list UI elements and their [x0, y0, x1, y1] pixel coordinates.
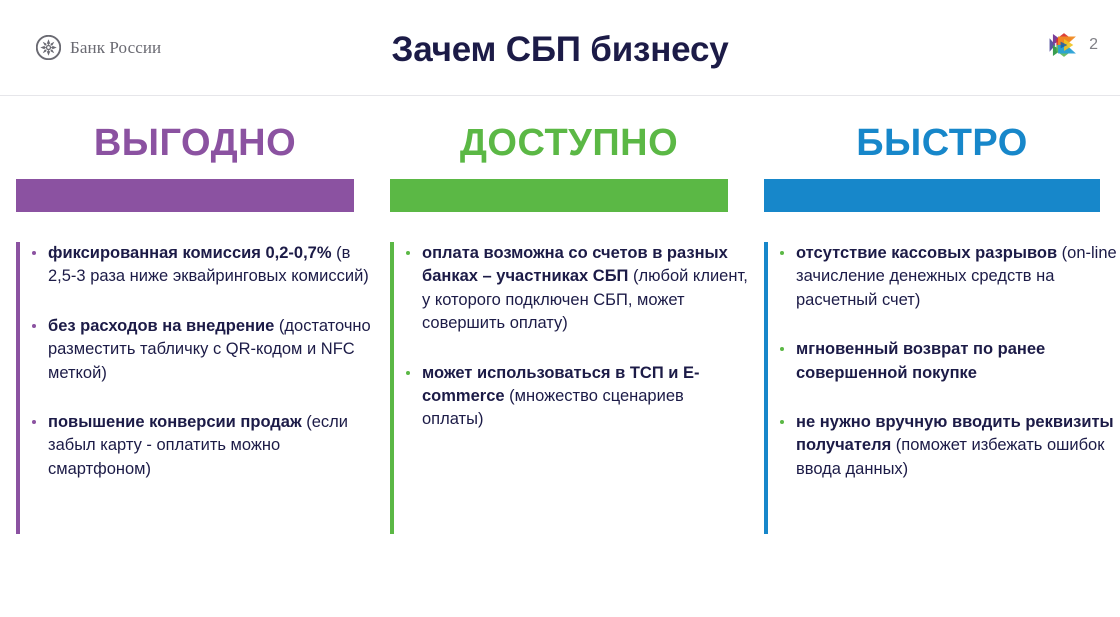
- bullet-regular-text: (если забыл карту - оплатить можно смарт…: [48, 413, 349, 478]
- header-right: 2: [1047, 28, 1098, 62]
- bullet-regular-text: (достаточно разместить табличку с QR-код…: [48, 316, 371, 382]
- bullet-bold-text: оплата возможна со счетов в разных банка…: [422, 243, 728, 286]
- bullet-regular-text: (любой клиент, у которого подключен СБП,…: [422, 267, 748, 333]
- list-item: может использоваться в ТСП и E-commerce …: [404, 362, 748, 432]
- bullet-bold-text: мгновенный возврат по ранее совершенной …: [796, 340, 1046, 382]
- bullet-regular-text: (поможет избежать ошибок ввода данных): [796, 436, 1105, 478]
- column-bystro: БЫСТРО отсутствие кассовых разрывов (on-…: [748, 96, 1120, 617]
- bullet-dot-icon: [32, 323, 36, 328]
- sbp-logo-icon: [1049, 33, 1076, 57]
- column-accent-bar: [764, 178, 1100, 212]
- column-heading: ДОСТУПНО: [459, 122, 679, 164]
- page-title: Зачем СБП бизнесу: [391, 30, 729, 69]
- slide-header: Банк России Зачем СБП бизнесу 2: [0, 0, 1120, 96]
- list-item: фиксированная комиссия 0,2-0,7% (в 2,5-3…: [30, 242, 374, 289]
- list-item: повышение конверсии продаж (если забыл к…: [30, 411, 374, 481]
- brand-label: Банк России: [70, 37, 162, 57]
- bullet-regular-text: (множество сценариев оплаты): [422, 387, 684, 429]
- list-item: мгновенный возврат по ранее совершенной …: [778, 338, 1120, 385]
- bullet-regular-text: (в 2,5-3 раза ниже эквайринговых комисси…: [48, 243, 369, 286]
- bullet-dot-icon: [32, 250, 36, 255]
- list-item: оплата возможна со счетов в разных банка…: [404, 242, 748, 336]
- bullet-regular-text: (on-line зачисление денежных средств на …: [796, 243, 1117, 309]
- column-accent-bar: [390, 178, 728, 212]
- column-dostupno: ДОСТУПНО оплата возможна со счетов в раз…: [374, 96, 748, 617]
- column-vygodno: ВЫГОДНО фиксированная комиссия 0,2-0,7% …: [0, 96, 374, 617]
- column-heading: БЫСТРО: [856, 122, 1028, 164]
- bullet-list: оплата возможна со счетов в разных банка…: [390, 241, 748, 542]
- bullet-bold-text: повышение конверсии продаж: [48, 413, 302, 431]
- bullet-bold-text: может использоваться в ТСП и E-commerce: [422, 363, 700, 405]
- column-heading: ВЫГОДНО: [93, 122, 297, 164]
- list-item: не нужно вручную вводить реквизиты получ…: [778, 411, 1120, 481]
- list-item: без расходов на внедрение (достаточно ра…: [30, 315, 374, 385]
- columns-container: ВЫГОДНО фиксированная комиссия 0,2-0,7% …: [0, 96, 1120, 617]
- bullet-list: отсутствие кассовых разрывов (on-line за…: [764, 241, 1120, 542]
- bullet-dot-icon: [780, 420, 784, 424]
- bullet-dot-icon: [406, 370, 410, 375]
- page-number: 2: [1089, 36, 1098, 53]
- bullet-bold-text: без расходов на внедрение: [48, 316, 275, 335]
- bullet-dot-icon: [780, 347, 784, 352]
- bullet-dot-icon: [406, 250, 410, 255]
- bank-of-russia-emblem-icon: [36, 35, 61, 60]
- bullet-bold-text: фиксированная комиссия 0,2-0,7%: [48, 243, 332, 262]
- list-item: отсутствие кассовых разрывов (on-line за…: [778, 242, 1120, 312]
- bullet-bold-text: отсутствие кассовых разрывов: [796, 243, 1058, 262]
- bullet-dot-icon: [780, 250, 784, 255]
- column-accent-bar: [16, 178, 354, 212]
- brand: Банк России: [36, 35, 161, 60]
- bullet-dot-icon: [32, 420, 36, 424]
- bullet-bold-text: не нужно вручную вводить реквизиты получ…: [796, 413, 1114, 455]
- bullet-list: фиксированная комиссия 0,2-0,7% (в 2,5-3…: [16, 241, 374, 542]
